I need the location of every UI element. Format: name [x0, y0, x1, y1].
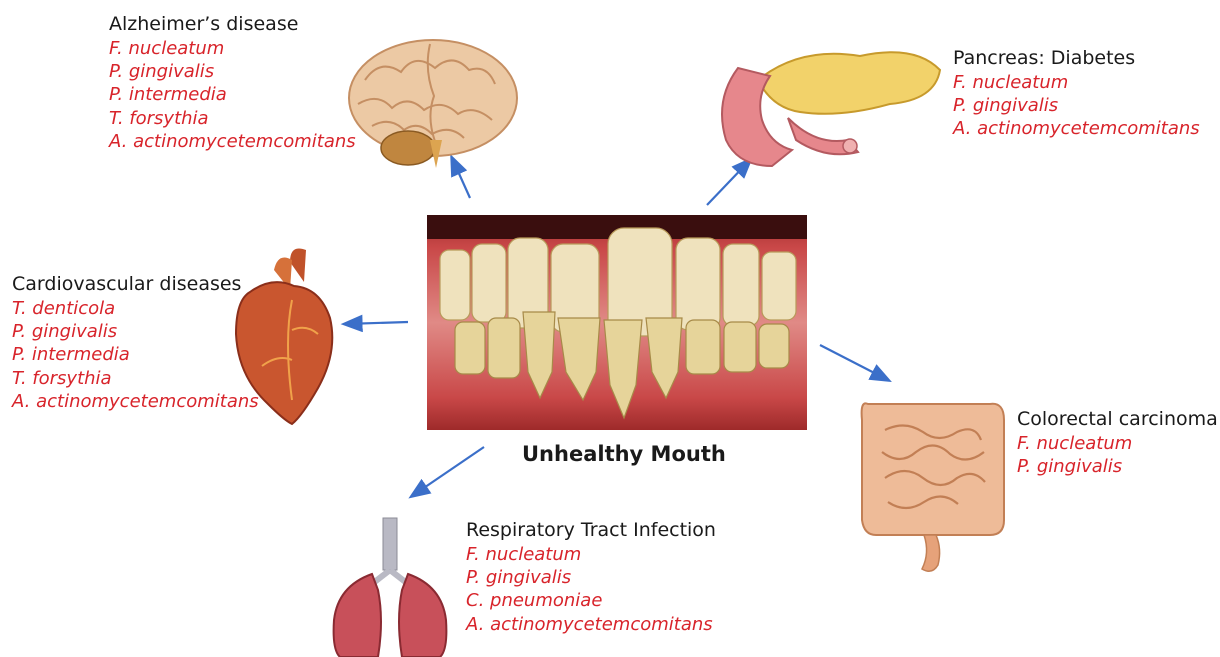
pathogen-label: A. actinomycetemcomitans — [109, 130, 356, 153]
pathogen-label: A. actinomycetemcomitans — [466, 613, 716, 636]
cardiovascular-group: Cardiovascular diseases T. denticola P. … — [12, 272, 259, 414]
disease-heading: Alzheimer’s disease — [109, 12, 356, 37]
pathogen-label: T. denticola — [12, 297, 259, 320]
pathogen-label: P. gingivalis — [1017, 455, 1218, 478]
pathogen-label: P. gingivalis — [953, 94, 1200, 117]
pathogen-label: P. gingivalis — [466, 566, 716, 589]
pathogen-label: T. forsythia — [12, 367, 259, 390]
brain-icon — [349, 40, 517, 168]
pathogen-label: C. pneumoniae — [466, 589, 716, 612]
pathogen-label: P. gingivalis — [109, 60, 356, 83]
arrow-to-brain — [452, 158, 470, 198]
pathogen-label: F. nucleatum — [466, 543, 716, 566]
intestine-icon — [862, 403, 1004, 571]
lungs-icon — [334, 518, 447, 657]
arrow-to-heart — [345, 322, 408, 324]
alzheimers-group: Alzheimer’s disease F. nucleatum P. ging… — [109, 12, 356, 154]
diabetes-group: Pancreas: Diabetes F. nucleatum P. gingi… — [953, 46, 1200, 141]
center-label: Unhealthy Mouth — [522, 442, 726, 466]
pancreas-icon — [722, 52, 940, 166]
disease-heading: Colorectal carcinoma — [1017, 407, 1218, 432]
arrow-to-intestine — [820, 345, 888, 380]
pathogen-label: P. gingivalis — [12, 320, 259, 343]
pathogen-label: F. nucleatum — [1017, 432, 1218, 455]
arrow-to-pancreas — [707, 160, 750, 205]
disease-heading: Cardiovascular diseases — [12, 272, 259, 297]
pathogen-label: P. intermedia — [12, 343, 259, 366]
colorectal-group: Colorectal carcinoma F. nucleatum P. gin… — [1017, 407, 1218, 478]
respiratory-group: Respiratory Tract Infection F. nucleatum… — [466, 518, 716, 636]
mouth-photo — [427, 215, 807, 430]
pathogen-label: F. nucleatum — [953, 71, 1200, 94]
pathogen-label: A. actinomycetemcomitans — [953, 117, 1200, 140]
disease-heading: Respiratory Tract Infection — [466, 518, 716, 543]
disease-heading: Pancreas: Diabetes — [953, 46, 1200, 71]
pathogen-label: A. actinomycetemcomitans — [12, 390, 259, 413]
pathogen-label: P. intermedia — [109, 83, 356, 106]
pathogen-label: T. forsythia — [109, 107, 356, 130]
arrow-to-lungs — [412, 447, 484, 496]
pathogen-label: F. nucleatum — [109, 37, 356, 60]
